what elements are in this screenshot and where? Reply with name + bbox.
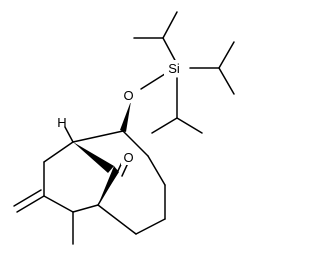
bond bbox=[135, 218, 166, 235]
bond bbox=[72, 204, 99, 213]
bond bbox=[13, 189, 42, 207]
bond bbox=[43, 195, 74, 213]
bond bbox=[43, 141, 74, 163]
bold-wedge-bond bbox=[73, 142, 114, 173]
bond bbox=[218, 67, 235, 95]
molecule-structure: O Si H O bbox=[13, 11, 235, 245]
bond bbox=[97, 204, 137, 235]
bond bbox=[64, 126, 74, 143]
bond bbox=[140, 71, 169, 90]
bond bbox=[147, 155, 166, 186]
bond bbox=[176, 117, 203, 134]
wedge-bond bbox=[120, 101, 131, 132]
bond bbox=[218, 41, 235, 69]
silicon-label: Si bbox=[168, 61, 180, 76]
bond bbox=[121, 162, 129, 177]
bicyclic-framework bbox=[13, 126, 166, 245]
bond bbox=[16, 195, 45, 213]
bold-wedge-bond bbox=[98, 166, 119, 205]
bond bbox=[122, 130, 149, 157]
bond bbox=[162, 11, 178, 39]
oxygen-ether-label: O bbox=[123, 88, 133, 103]
oxygen-ketone-label: O bbox=[123, 150, 133, 165]
bond bbox=[151, 117, 178, 134]
bond bbox=[162, 37, 178, 65]
triisopropylsilyl-group bbox=[133, 11, 235, 134]
bond bbox=[72, 130, 124, 143]
hydrogen-label: H bbox=[57, 115, 66, 130]
